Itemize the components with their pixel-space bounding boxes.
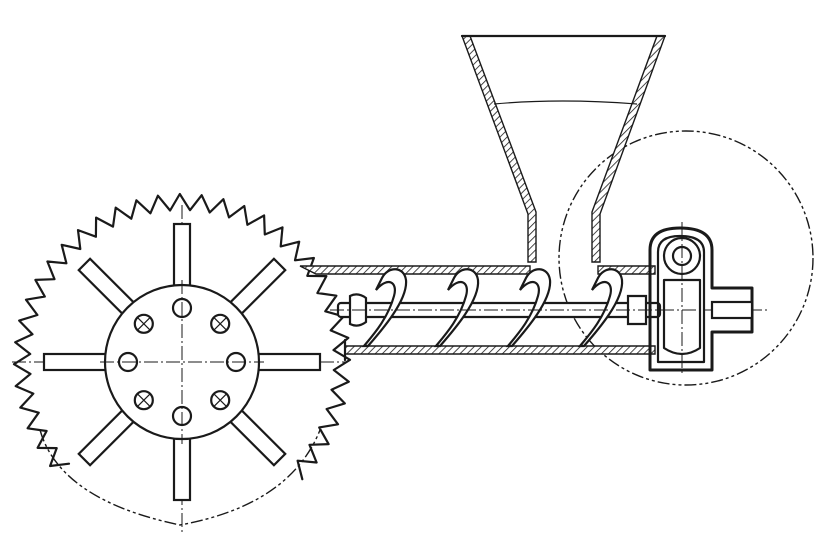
hopper-fill-level [493, 100, 638, 105]
housing-inner [656, 234, 706, 364]
auger-drive-collar [626, 294, 648, 326]
auger-flight [577, 268, 624, 348]
drive-pulley-outline [558, 130, 814, 386]
wheel-hub [100, 280, 264, 444]
hopper-left-wall [460, 35, 537, 263]
hub-bolt [210, 313, 231, 334]
hub-bolt [133, 313, 154, 334]
feed-hopper [460, 34, 667, 263]
bolt-cross [137, 393, 151, 407]
bolt-cross [137, 317, 151, 331]
drive-gear-body [662, 278, 702, 356]
hub-bolt [133, 390, 154, 411]
tube-bottom-wall [344, 345, 656, 355]
screw-conveyor [330, 268, 770, 348]
auger-flight [505, 268, 552, 348]
hopper-right-wall [591, 35, 667, 263]
gear-teeth [12, 192, 352, 481]
output-shaft [710, 300, 754, 320]
tube-top-wall-left [299, 265, 531, 275]
bolt-cross [213, 317, 227, 331]
bolt-cross [213, 393, 227, 407]
auger-flight [361, 268, 408, 348]
auger-flights [348, 268, 648, 348]
auger-flight [433, 268, 480, 348]
wheel-phantom-outline [39, 429, 321, 526]
drive-housing [648, 222, 754, 376]
hub-bolt [210, 390, 231, 411]
